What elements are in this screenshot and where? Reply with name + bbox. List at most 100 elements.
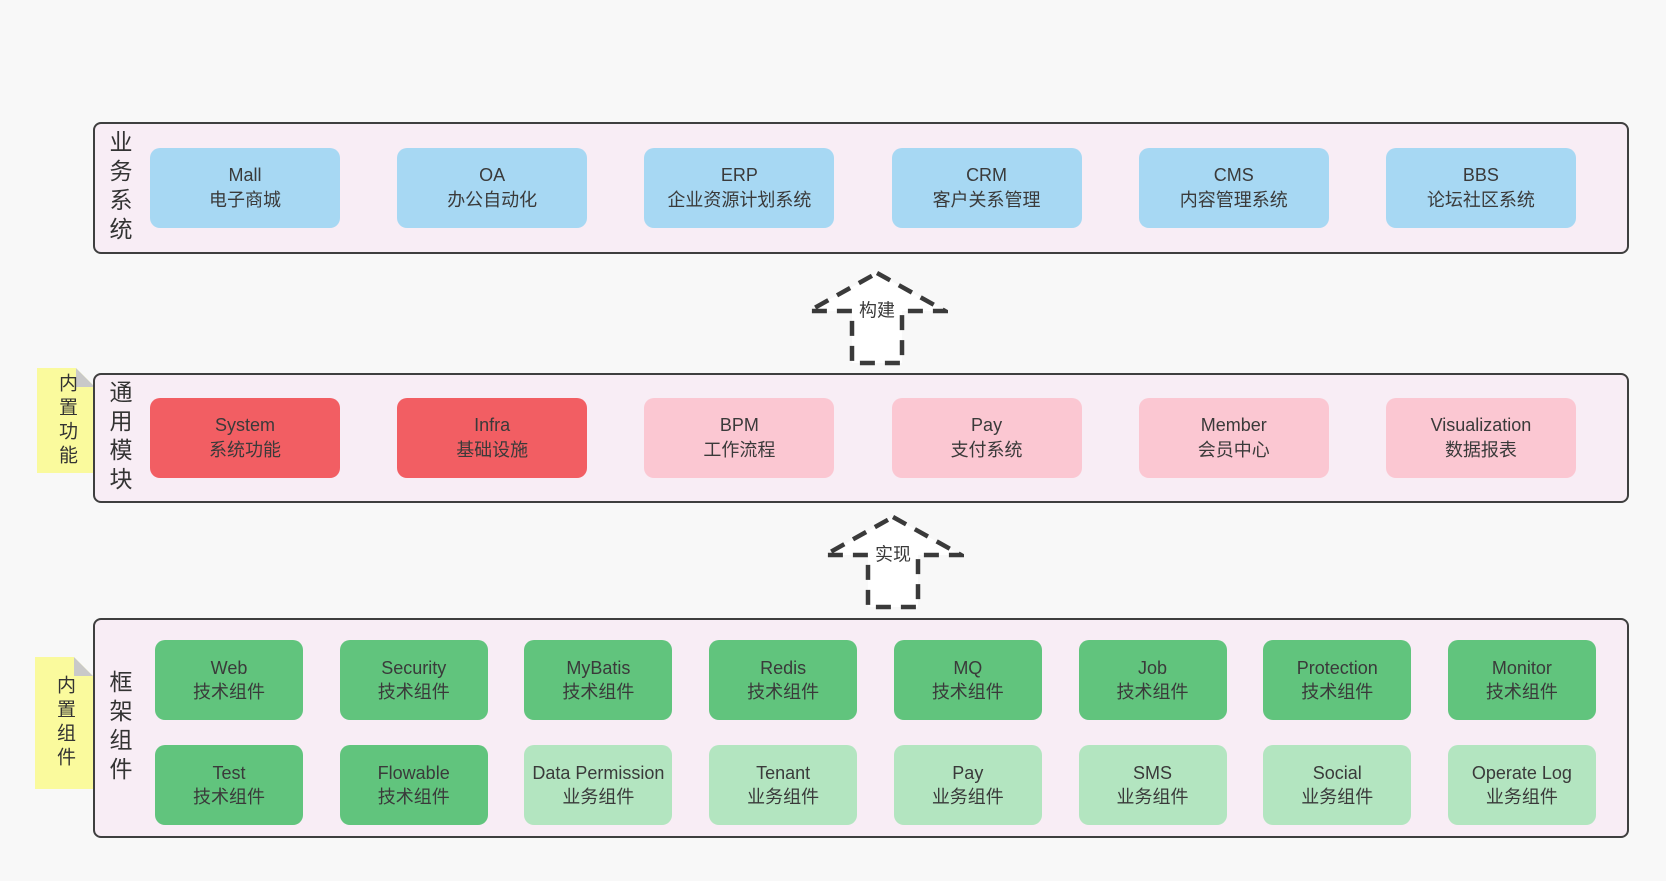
built-in-components-sticky: 内置组件 — [35, 657, 93, 789]
built-in-functions-sticky: 内置功能 — [37, 368, 95, 473]
node-mybatis: MyBatis 技术组件 — [524, 640, 673, 720]
node-desc: 业务组件 — [1116, 787, 1189, 807]
node-name: CRM — [966, 165, 1008, 185]
folded-corner-icon — [74, 657, 93, 676]
node-desc: 工作流程 — [703, 440, 776, 460]
node-name: BPM — [719, 415, 759, 435]
node-name: CMS — [1213, 165, 1254, 185]
node-data-permission: Data Permission 业务组件 — [524, 745, 673, 825]
node-desc: 业务组件 — [1485, 787, 1558, 807]
node-name: SMS — [1133, 763, 1173, 783]
business-systems-label: 业务系统 — [106, 130, 132, 246]
implement-arrow: 实现 — [822, 514, 964, 610]
node-name: Security — [381, 658, 447, 678]
node-name: Mall — [228, 165, 262, 185]
node-name: System — [214, 415, 275, 435]
node-name: MQ — [953, 658, 983, 678]
node-mq: MQ 技术组件 — [893, 640, 1042, 720]
node-name: Monitor — [1491, 658, 1552, 678]
node-monitor: Monitor 技术组件 — [1447, 640, 1596, 720]
built-in-components-label: 内置组件 — [54, 675, 75, 771]
node-sms: SMS 业务组件 — [1078, 745, 1227, 825]
node-desc: 会员中心 — [1197, 440, 1270, 460]
node-crm: CRM 客户关系管理 — [891, 148, 1082, 228]
node-desc: 客户关系管理 — [932, 190, 1041, 210]
node-name: Data Permission — [532, 763, 665, 783]
node-infra: Infra 基础设施 — [397, 398, 588, 478]
framework-components-group: 框架组件 Web 技术组件 Security 技术组件 MyBatis 技术组件… — [93, 618, 1629, 838]
node-desc: 业务组件 — [931, 787, 1004, 807]
node-cms: CMS 内容管理系统 — [1138, 148, 1329, 228]
build-arrow: 构建 — [806, 270, 948, 366]
node-protection: Protection 技术组件 — [1263, 640, 1412, 720]
node-desc: 技术组件 — [377, 682, 450, 702]
common-modules-label: 通用模块 — [106, 380, 132, 496]
framework-row-2: Test 技术组件 Flowable 技术组件 Data Permission … — [155, 745, 1596, 825]
node-erp: ERP 企业资源计划系统 — [644, 148, 835, 228]
node-flowable: Flowable 技术组件 — [339, 745, 488, 825]
node-desc: 数据报表 — [1444, 440, 1517, 460]
node-name: Redis — [760, 658, 807, 678]
node-desc: 技术组件 — [377, 787, 450, 807]
framework-row-1: Web 技术组件 Security 技术组件 MyBatis 技术组件 Redi… — [155, 640, 1596, 720]
node-desc: 技术组件 — [1485, 682, 1558, 702]
node-desc: 技术组件 — [931, 682, 1004, 702]
node-name: Visualization — [1430, 415, 1532, 435]
node-desc: 支付系统 — [950, 440, 1023, 460]
node-web: Web 技术组件 — [155, 640, 303, 720]
node-redis: Redis 技术组件 — [709, 640, 858, 720]
business-systems-row: Mall 电子商城 OA 办公自动化 ERP 企业资源计划系统 CRM 客户关系… — [150, 124, 1576, 252]
node-bbs: BBS 论坛社区系统 — [1385, 148, 1576, 228]
node-desc: 办公自动化 — [447, 190, 538, 210]
node-name: Operate Log — [1471, 763, 1572, 783]
node-name: Test — [212, 763, 246, 783]
implement-arrow-label: 实现 — [871, 539, 915, 568]
node-desc: 系统功能 — [209, 440, 281, 460]
node-visualization: Visualization 数据报表 — [1385, 398, 1576, 478]
node-desc: 企业资源计划系统 — [667, 190, 812, 210]
node-desc: 技术组件 — [193, 787, 265, 807]
node-desc: 业务组件 — [562, 787, 635, 807]
node-bpm: BPM 工作流程 — [644, 398, 835, 478]
node-name: Pay — [971, 415, 1003, 435]
node-name: BBS — [1462, 165, 1499, 185]
node-security: Security 技术组件 — [339, 640, 488, 720]
node-operate-log: Operate Log 业务组件 — [1447, 745, 1596, 825]
common-modules-row: System 系统功能 Infra 基础设施 BPM 工作流程 Pay 支付系统… — [150, 375, 1576, 501]
node-job: Job 技术组件 — [1078, 640, 1227, 720]
node-name: Social — [1312, 763, 1362, 783]
node-desc: 电子商城 — [209, 190, 281, 210]
business-systems-group: 业务系统 Mall 电子商城 OA 办公自动化 ERP 企业资源计划系统 CRM… — [93, 122, 1629, 254]
node-name: MyBatis — [566, 658, 631, 678]
node-desc: 技术组件 — [1301, 682, 1374, 702]
node-pay-system: Pay 支付系统 — [891, 398, 1082, 478]
node-tenant: Tenant 业务组件 — [709, 745, 858, 825]
node-desc: 基础设施 — [456, 440, 529, 460]
node-name: Web — [210, 658, 248, 678]
node-name: Tenant — [756, 763, 811, 783]
common-modules-group: 通用模块 System 系统功能 Infra 基础设施 BPM 工作流程 Pay… — [93, 373, 1629, 503]
node-desc: 技术组件 — [1116, 682, 1189, 702]
node-desc: 技术组件 — [747, 682, 820, 702]
node-name: Protection — [1296, 658, 1378, 678]
node-pay-component: Pay 业务组件 — [893, 745, 1042, 825]
node-desc: 技术组件 — [562, 682, 635, 702]
node-desc: 论坛社区系统 — [1426, 190, 1535, 210]
node-name: Member — [1200, 415, 1267, 435]
node-name: Infra — [474, 415, 511, 435]
built-in-functions-label: 内置功能 — [56, 372, 77, 469]
node-mall: Mall 电子商城 — [150, 148, 340, 228]
node-name: Pay — [952, 763, 984, 783]
build-arrow-label: 构建 — [855, 295, 899, 324]
node-social: Social 业务组件 — [1263, 745, 1412, 825]
node-desc: 业务组件 — [747, 787, 820, 807]
node-name: OA — [479, 165, 506, 185]
node-name: Job — [1138, 658, 1168, 678]
node-member: Member 会员中心 — [1138, 398, 1329, 478]
node-desc: 内容管理系统 — [1179, 190, 1288, 210]
framework-components-label: 框架组件 — [106, 670, 132, 786]
node-test: Test 技术组件 — [155, 745, 303, 825]
node-desc: 业务组件 — [1301, 787, 1374, 807]
node-oa: OA 办公自动化 — [397, 148, 588, 228]
